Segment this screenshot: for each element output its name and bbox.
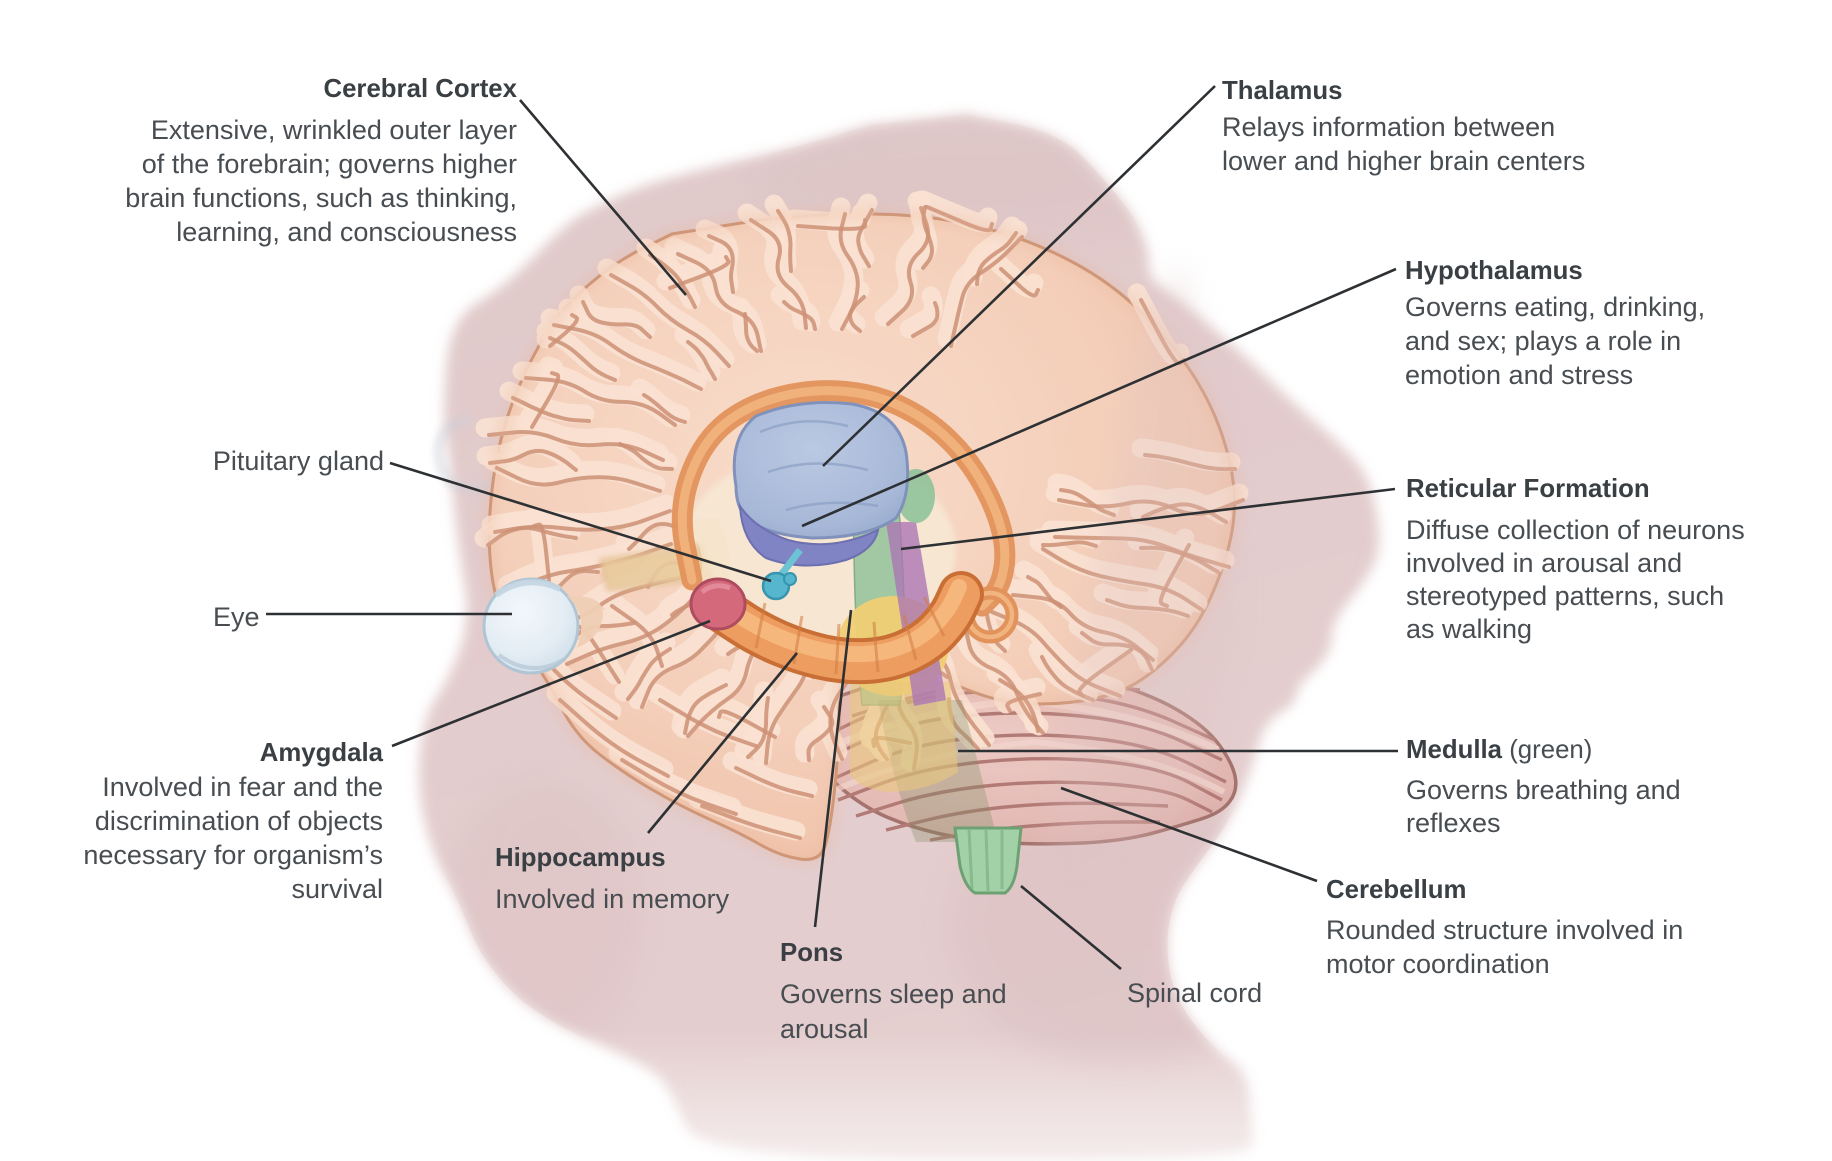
svg-text:lower and higher brain centers: lower and higher brain centers xyxy=(1222,146,1585,176)
svg-text:Spinal cord: Spinal cord xyxy=(1127,978,1262,1008)
svg-text:Cerebellum: Cerebellum xyxy=(1326,876,1467,904)
svg-text:emotion and stress: emotion and stress xyxy=(1405,360,1633,390)
svg-text:Medulla (green): Medulla (green) xyxy=(1406,736,1592,764)
svg-text:Hippocampus: Hippocampus xyxy=(495,844,666,872)
svg-text:reflexes: reflexes xyxy=(1406,808,1501,838)
svg-text:Amygdala: Amygdala xyxy=(260,739,384,767)
svg-text:Reticular Formation: Reticular Formation xyxy=(1406,475,1650,503)
svg-text:stereotyped patterns, such: stereotyped patterns, such xyxy=(1406,581,1724,611)
svg-text:motor coordination: motor coordination xyxy=(1326,949,1550,979)
svg-text:Thalamus: Thalamus xyxy=(1222,77,1342,105)
svg-text:Diffuse collection of neurons: Diffuse collection of neurons xyxy=(1406,515,1745,545)
svg-text:Governs breathing and: Governs breathing and xyxy=(1406,775,1681,805)
svg-text:Governs eating, drinking,: Governs eating, drinking, xyxy=(1405,292,1705,322)
svg-text:discrimination of objects: discrimination of objects xyxy=(95,806,383,836)
svg-text:Pituitary gland: Pituitary gland xyxy=(213,446,384,476)
svg-text:Rounded structure involved in: Rounded structure involved in xyxy=(1326,915,1683,945)
svg-text:survival: survival xyxy=(291,874,383,904)
svg-text:Eye: Eye xyxy=(213,602,260,632)
svg-text:Governs sleep and: Governs sleep and xyxy=(780,979,1007,1009)
svg-text:Extensive, wrinkled outer laye: Extensive, wrinkled outer layer xyxy=(151,115,517,145)
svg-text:Relays information between: Relays information between xyxy=(1222,112,1555,142)
svg-text:arousal: arousal xyxy=(780,1014,869,1044)
svg-text:Pons: Pons xyxy=(780,939,843,967)
svg-text:learning, and consciousness: learning, and consciousness xyxy=(176,217,517,247)
svg-text:Involved in fear and the: Involved in fear and the xyxy=(102,772,383,802)
svg-text:as walking: as walking xyxy=(1406,614,1532,644)
svg-text:involved in arousal and: involved in arousal and xyxy=(1406,548,1682,578)
svg-text:necessary for organism’s: necessary for organism’s xyxy=(83,840,383,870)
svg-text:Hypothalamus: Hypothalamus xyxy=(1405,257,1583,285)
svg-text:of the forebrain; governs high: of the forebrain; governs higher xyxy=(142,149,517,179)
svg-text:brain functions, such as think: brain functions, such as thinking, xyxy=(125,183,517,213)
svg-text:Cerebral Cortex: Cerebral Cortex xyxy=(323,75,517,103)
svg-text:and sex; plays a role in: and sex; plays a role in xyxy=(1405,326,1681,356)
svg-text:Involved in memory: Involved in memory xyxy=(495,884,730,914)
